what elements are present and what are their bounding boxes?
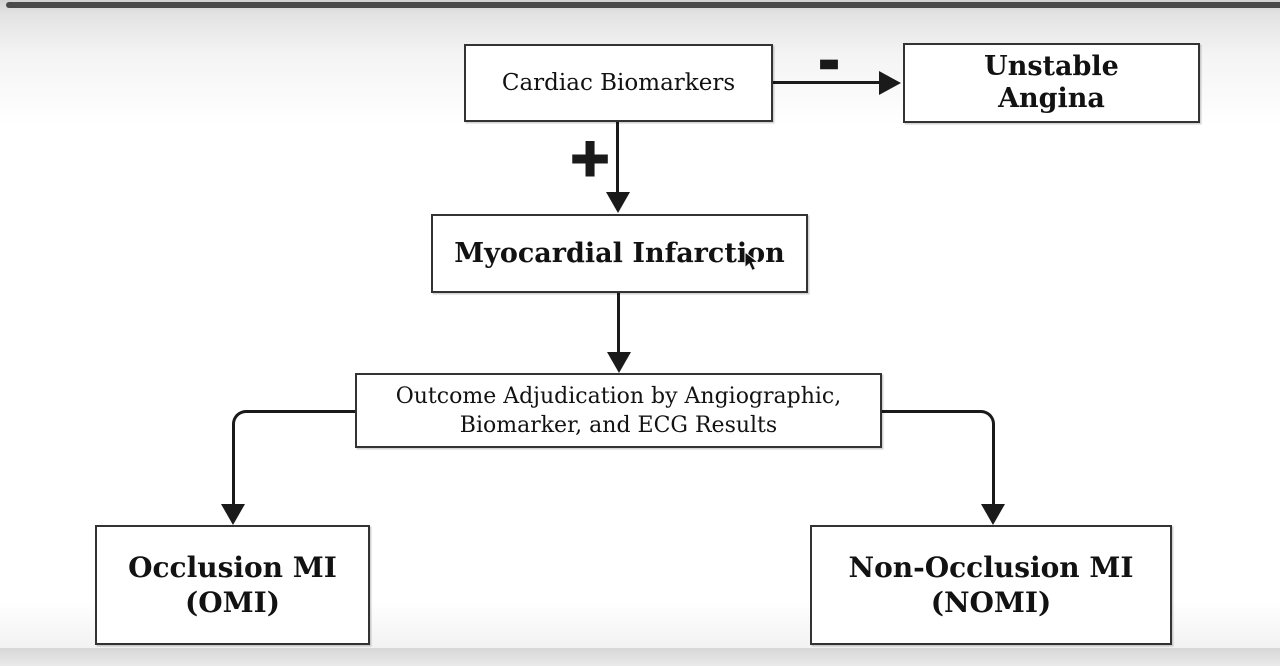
node-occlusion-mi-label-line1: Occlusion MI — [128, 551, 337, 584]
negative-result-label: - — [817, 32, 840, 93]
frame-top-edge-bar — [6, 2, 1280, 8]
arrowhead-down-to-outcome — [607, 352, 631, 373]
connector-mi-to-outcome — [617, 293, 620, 355]
positive-result-label: + — [567, 127, 614, 190]
node-outcome-adjudication-label-line1: Outcome Adjudication by Angiographic, — [395, 383, 842, 409]
node-occlusion-mi: Occlusion MI (OMI) — [95, 525, 370, 645]
frame-bottom-strip — [0, 648, 1280, 666]
mouse-cursor-icon — [744, 251, 759, 272]
connector-cardiac-to-mi — [616, 122, 619, 196]
connector-cardiac-to-unstable-angina — [773, 81, 881, 84]
arrowhead-right-to-unstable-angina — [879, 71, 901, 95]
node-unstable-angina-label-line2: Angina — [998, 83, 1105, 114]
node-occlusion-mi-label-line2: (OMI) — [185, 586, 280, 619]
node-outcome-adjudication-label-line2: Biomarker, and ECG Results — [459, 412, 778, 438]
node-non-occlusion-mi: Non-Occlusion MI (NOMI) — [810, 525, 1172, 645]
node-unstable-angina-label-line1: Unstable — [984, 51, 1119, 82]
arrowhead-down-to-omi — [221, 504, 245, 525]
node-non-occlusion-mi-label-line2: (NOMI) — [930, 586, 1052, 619]
connector-outcome-to-nomi — [882, 410, 995, 507]
node-non-occlusion-mi-label-line1: Non-Occlusion MI — [848, 551, 1134, 584]
node-outcome-adjudication: Outcome Adjudication by Angiographic, Bi… — [355, 373, 882, 448]
node-cardiac-biomarkers: Cardiac Biomarkers — [464, 44, 773, 122]
node-cardiac-biomarkers-label: Cardiac Biomarkers — [501, 70, 736, 96]
arrowhead-down-to-nomi — [981, 504, 1005, 525]
connector-outcome-to-omi — [232, 410, 355, 507]
node-unstable-angina: Unstable Angina — [903, 43, 1200, 123]
node-myocardial-infarction-label: Myocardial Infarction — [454, 238, 785, 269]
arrowhead-down-to-mi — [606, 192, 630, 213]
